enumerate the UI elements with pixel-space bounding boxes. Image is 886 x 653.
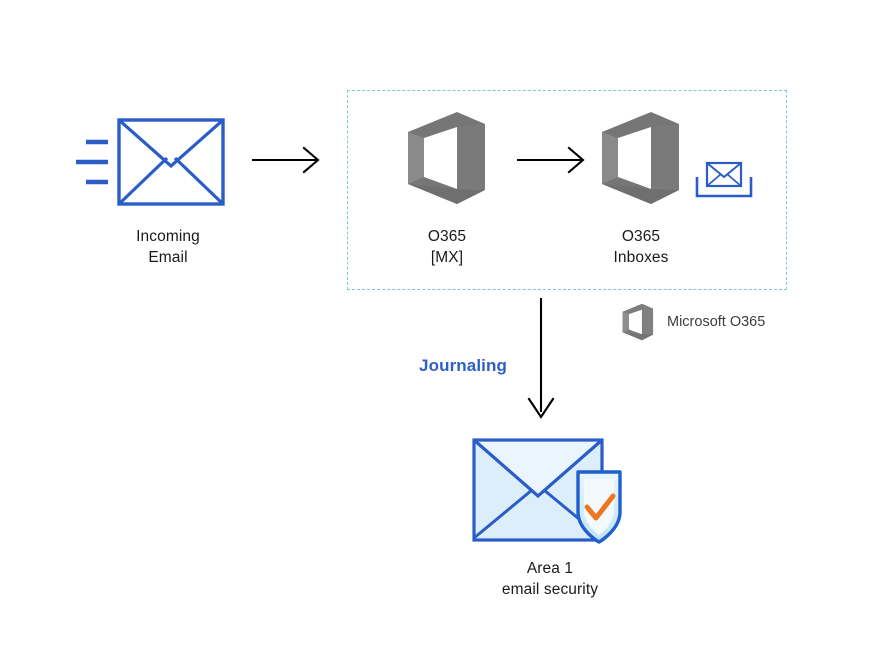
label-journaling: Journaling (419, 356, 507, 375)
legend-microsoft-o365 (621, 303, 655, 341)
inbox-tray-envelope-icon (694, 158, 754, 202)
envelope-with-speed-lines-icon (76, 118, 225, 206)
legend-label-microsoft-o365: Microsoft O365 (667, 314, 766, 330)
label-o365-mx-line1: O365 (427, 228, 467, 245)
arrow-mx-to-inboxes (517, 143, 589, 177)
arrow-inboxes-to-area1 (524, 298, 560, 424)
label-area1-line2: email security (501, 581, 599, 598)
label-o365-inboxes-line1: O365 (621, 228, 661, 245)
label-area1-line1: Area 1 (526, 560, 574, 577)
arrow-incoming-to-mx (252, 143, 324, 177)
microsoft-office-cube-icon (622, 303, 654, 341)
microsoft-office-cube-icon (408, 112, 485, 204)
label-o365-inboxes-line2: Inboxes (613, 249, 669, 266)
label-o365-mx: O365 [MX] (382, 226, 512, 268)
envelope-with-shield-check-icon (472, 438, 622, 544)
node-o365-mx[interactable] (405, 110, 489, 206)
microsoft-office-cube-icon (602, 112, 679, 204)
node-incoming-email[interactable] (72, 112, 232, 212)
label-incoming-email-line2: Email (148, 249, 188, 266)
o365-boundary-box (347, 90, 787, 290)
label-incoming-email-line1: Incoming (136, 228, 200, 245)
node-o365-inboxes[interactable] (599, 110, 683, 206)
label-area1-email-security: Area 1 email security (470, 558, 630, 600)
node-area1-email-security[interactable] (468, 432, 632, 554)
label-o365-mx-line2: [MX] (430, 249, 464, 266)
